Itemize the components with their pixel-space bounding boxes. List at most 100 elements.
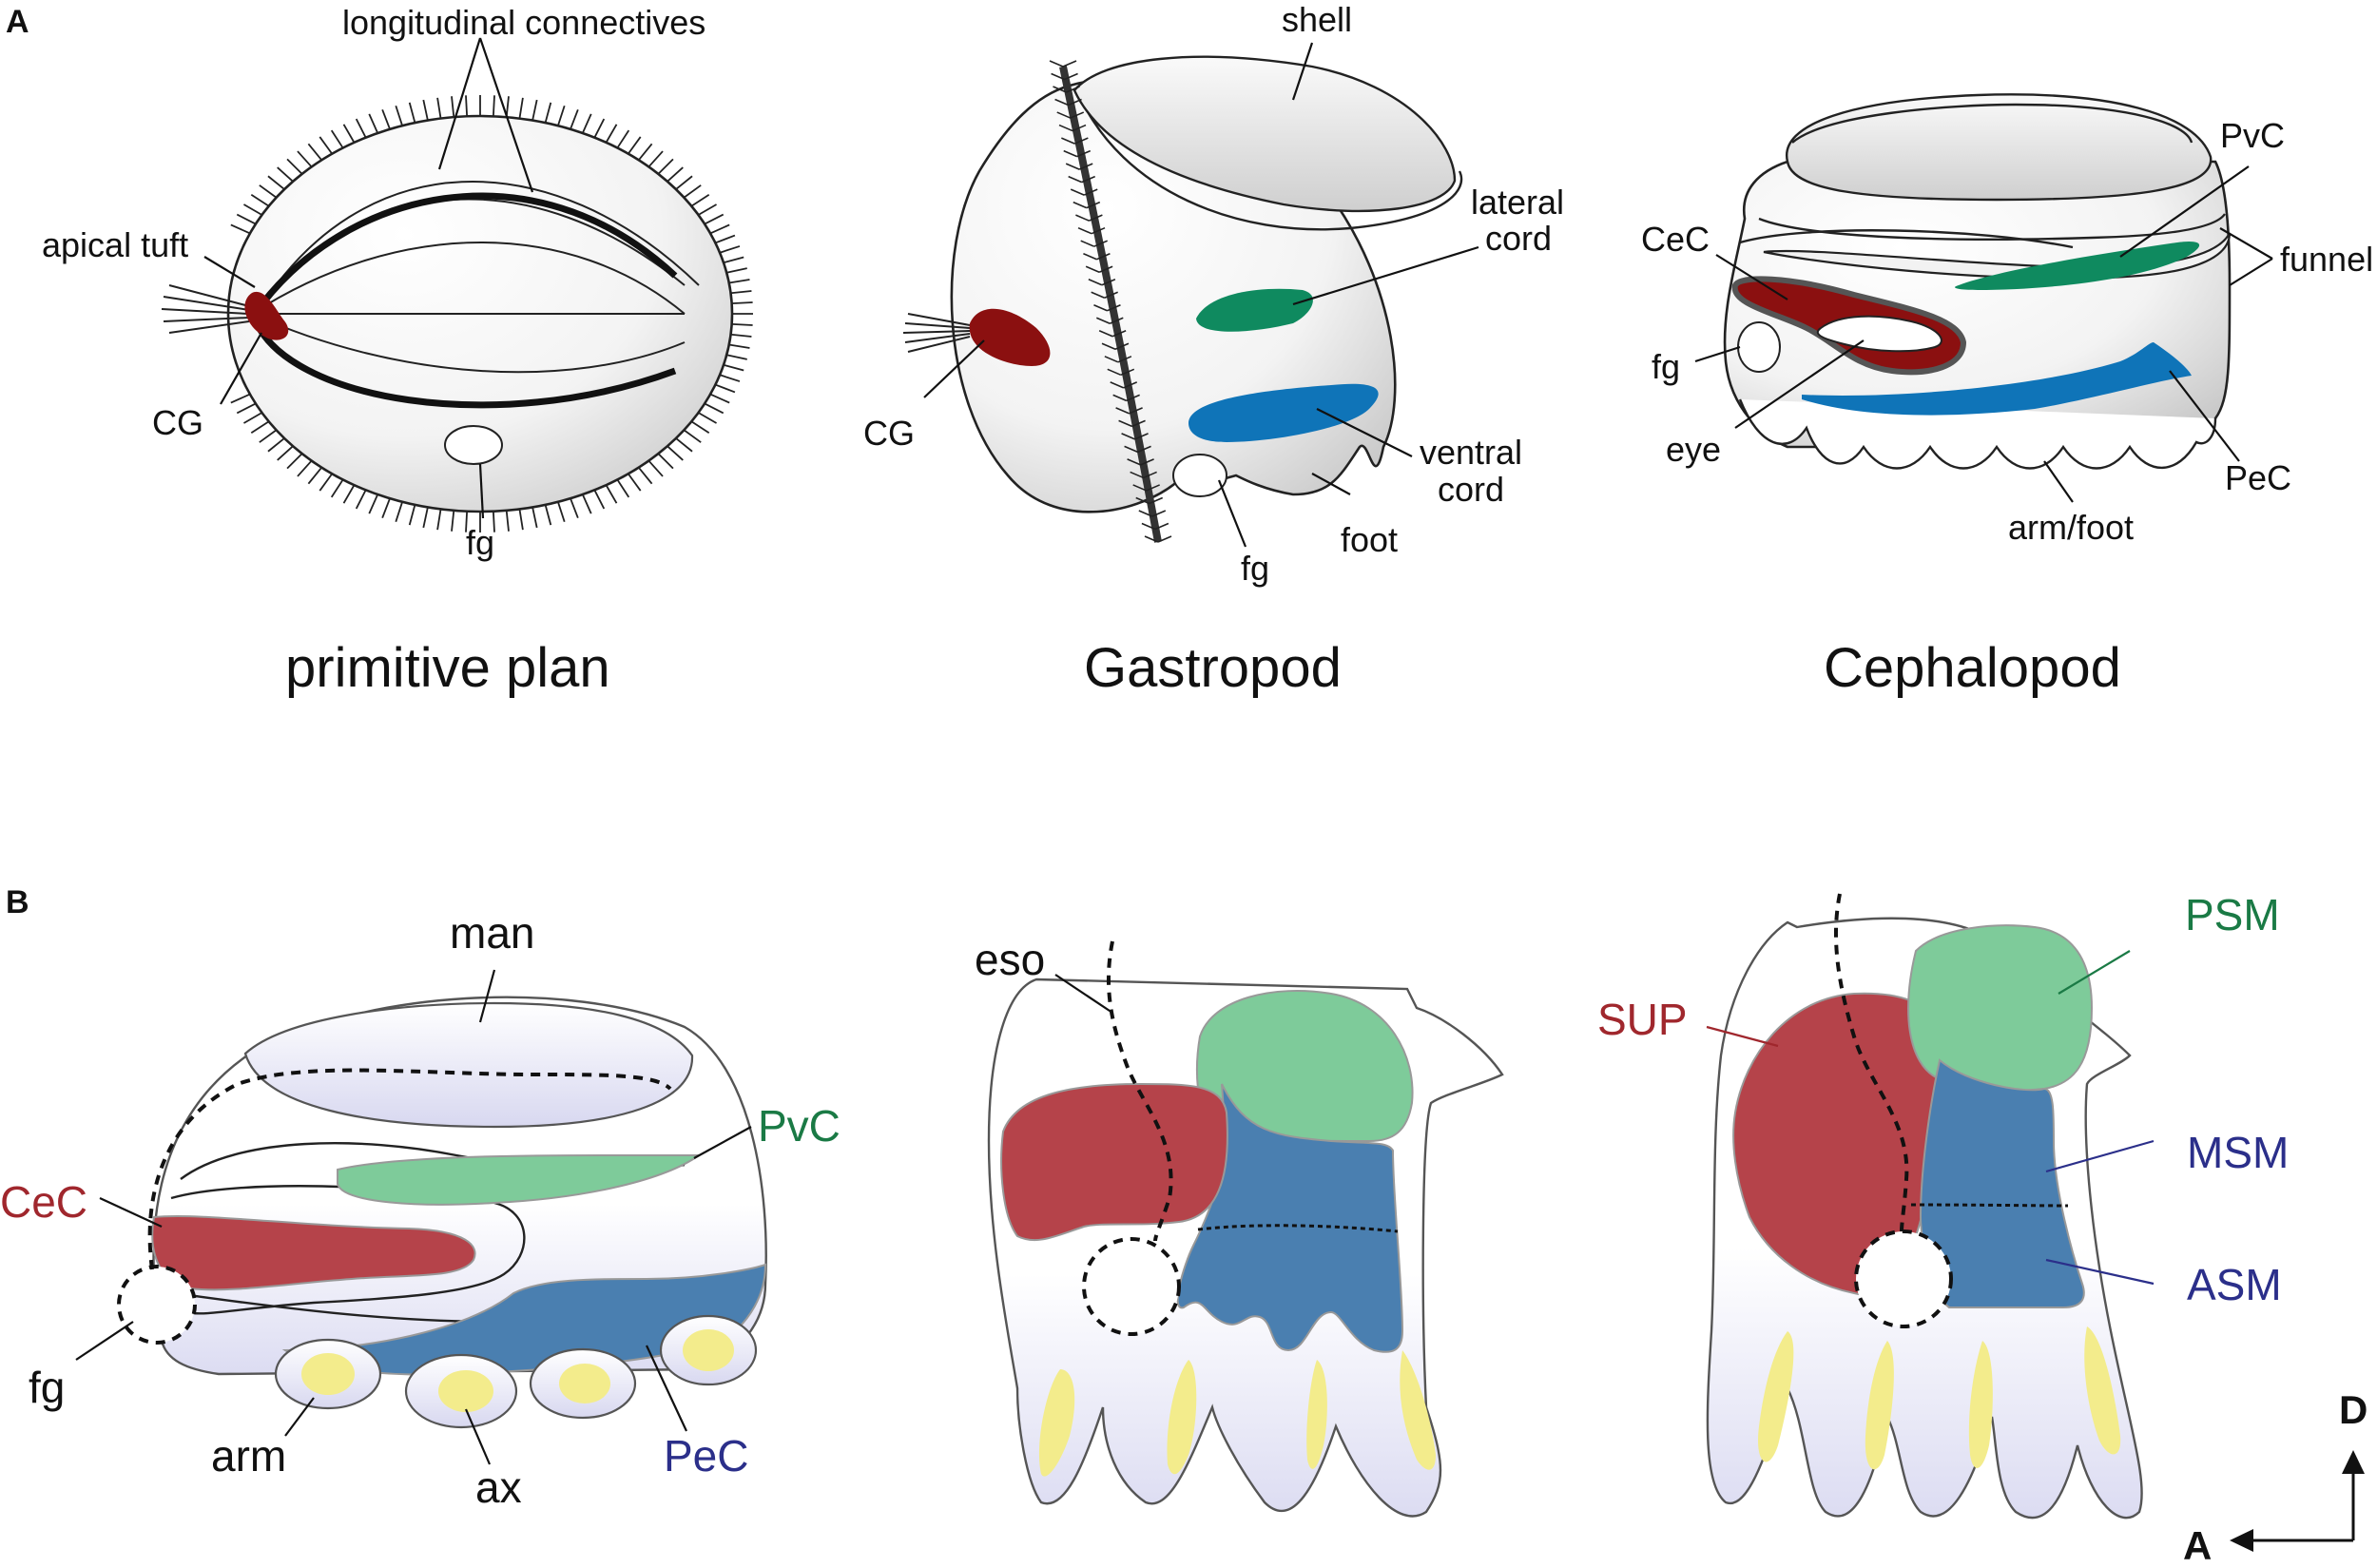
b-left-axial-cord-3	[559, 1364, 610, 1403]
caption-gastropod: Gastropod	[1084, 637, 1342, 699]
cephalopod-diagram: PvC CeC funnel fg eye PeC arm/foot	[1641, 93, 2373, 547]
cilium	[1141, 522, 1156, 531]
gastropod-foregut	[1172, 454, 1227, 497]
cephalopod-eye	[1816, 315, 1942, 353]
cilium	[1072, 124, 1087, 132]
b-middle-foregut	[1082, 1237, 1181, 1336]
cilium	[1114, 342, 1130, 351]
cilium	[1131, 419, 1146, 428]
gastropod-cilia	[1049, 60, 1172, 543]
cilium	[709, 393, 730, 404]
cilium	[250, 193, 270, 207]
cilium	[1070, 188, 1085, 196]
cilium	[250, 420, 270, 435]
cilium	[355, 489, 367, 510]
cilium	[243, 203, 262, 216]
cilium	[1076, 149, 1092, 158]
cilium	[1107, 304, 1121, 312]
cilium	[1049, 60, 1064, 68]
cilium	[616, 129, 630, 149]
cilium	[1111, 330, 1127, 338]
cilium	[675, 175, 693, 190]
cilium	[657, 158, 674, 175]
cilium	[408, 102, 416, 124]
cilium	[1091, 291, 1105, 299]
cilium	[1138, 510, 1153, 517]
label-arm-foot: arm/foot	[2008, 508, 2134, 547]
cilium	[730, 333, 752, 338]
cilium	[1151, 510, 1167, 517]
cephalopod-palliovisceral-cord	[1955, 241, 2200, 290]
orientation-axes: D A	[2183, 1387, 2367, 1568]
cilium	[243, 412, 262, 424]
cilium	[1109, 317, 1124, 325]
label-ventral-cord-line2: cord	[1438, 470, 1504, 509]
cilium	[277, 445, 294, 461]
cilium	[690, 420, 710, 435]
primitive-apical-tuft	[161, 284, 250, 334]
cilium	[330, 478, 344, 498]
cilium	[307, 467, 322, 485]
cilium	[267, 175, 285, 190]
cilium	[570, 108, 579, 130]
label-psm: PSM	[2185, 890, 2280, 939]
cilium	[683, 184, 702, 199]
cilium	[1068, 175, 1082, 184]
cilium	[465, 95, 469, 117]
cilium	[1096, 252, 1111, 261]
label-ax: ax	[475, 1462, 522, 1512]
cilium	[286, 158, 303, 175]
label-b-cec: CeC	[0, 1177, 87, 1227]
cilium	[395, 501, 403, 523]
cilium	[557, 501, 566, 523]
cilium	[1083, 252, 1097, 261]
cilium	[1093, 304, 1108, 312]
cilium	[408, 504, 416, 526]
cilium	[730, 290, 752, 295]
b-left-axial-cord-1	[301, 1353, 355, 1395]
cilium	[277, 166, 294, 183]
label-foot: foot	[1341, 520, 1398, 559]
cilium	[368, 113, 379, 134]
cilium	[1107, 368, 1122, 377]
label-shell: shell	[1282, 0, 1352, 39]
b-middle-axial-cord-1	[1038, 1369, 1075, 1477]
cilium	[1118, 419, 1132, 428]
label-lateral-cord-line2: cord	[1485, 219, 1552, 258]
label-arm: arm	[211, 1431, 286, 1481]
label-primitive-cg: CG	[152, 403, 203, 442]
cilium	[628, 136, 642, 155]
cilium	[698, 412, 717, 424]
cilium	[690, 193, 710, 207]
label-gastropod-cg: CG	[863, 414, 915, 453]
cilium	[342, 484, 356, 504]
cilium	[1098, 265, 1113, 273]
cephalopod-pedal-cord	[1802, 342, 2192, 416]
cilium	[1054, 98, 1069, 106]
cilium	[1053, 86, 1067, 93]
cilium	[230, 223, 251, 235]
cilium	[259, 184, 278, 199]
cilium	[1140, 458, 1154, 466]
cilium	[1089, 214, 1103, 222]
cilium	[1157, 535, 1172, 543]
cilium	[709, 223, 730, 235]
cilium	[1144, 535, 1159, 543]
cilium	[451, 510, 455, 532]
cilium	[557, 105, 566, 126]
axis-label-anterior: A	[2183, 1523, 2212, 1568]
cilium	[297, 150, 313, 168]
primitive-foregut	[444, 425, 503, 465]
cilium	[1083, 188, 1098, 196]
cilium	[1077, 226, 1092, 235]
cilium	[1104, 356, 1119, 363]
gastropod-ciliary-band	[1059, 66, 1162, 543]
cilium	[593, 489, 606, 510]
cilium	[605, 484, 618, 504]
cilium	[1064, 72, 1078, 81]
b-right-axial-cord-4	[2084, 1326, 2121, 1455]
cilium	[1135, 496, 1150, 505]
cilium	[492, 511, 495, 532]
b-middle-divider	[1197, 1224, 1399, 1233]
label-cephalopod-pvc: PvC	[2220, 116, 2285, 155]
